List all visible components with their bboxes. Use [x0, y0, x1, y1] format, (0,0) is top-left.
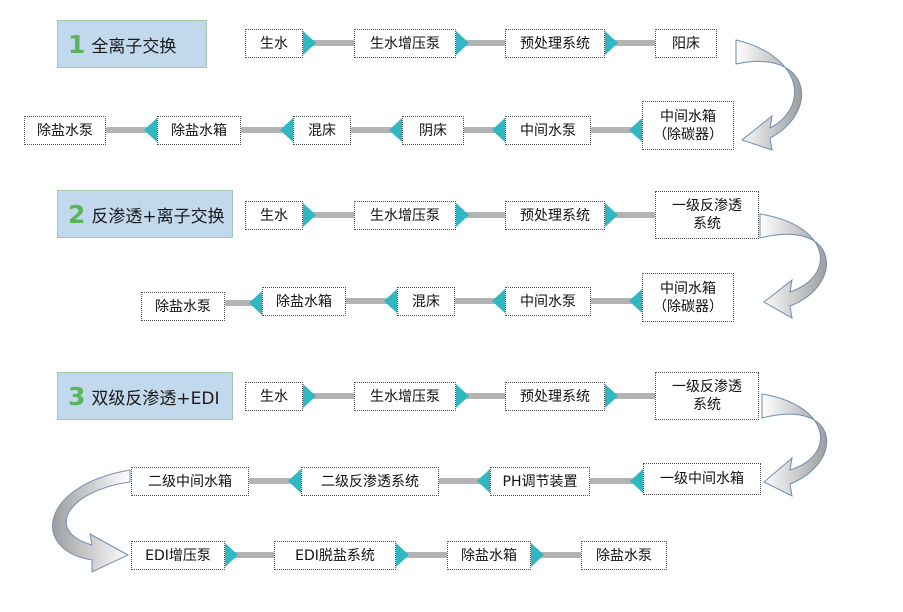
curved-arrow-2	[759, 213, 827, 319]
section-number: 1	[68, 29, 86, 59]
node-ro2-intermediate-tank: 二级中间水箱	[131, 467, 249, 496]
section-label: 全离子交换	[91, 36, 177, 57]
node-edi-pump: EDI增压泵	[131, 541, 225, 570]
section-number: 3	[68, 381, 86, 411]
connector-line	[456, 393, 505, 399]
node-demin-tank: 除盐水箱	[447, 541, 531, 570]
flow-arrow-icon	[630, 469, 643, 493]
node-demin-tank: 除盐水箱	[262, 287, 346, 316]
node-intermediate-tank: 中间水箱 （除碳器）	[642, 101, 734, 150]
node-mixed-bed: 混床	[397, 287, 455, 316]
flow-arrow-icon	[389, 118, 402, 142]
flow-arrow-icon	[456, 384, 469, 408]
node-raw-water: 生水	[245, 382, 303, 411]
connector-line	[439, 478, 490, 484]
flow-arrow-icon	[456, 203, 469, 227]
node-intermediate-pump: 中间水泵	[505, 116, 591, 145]
connector-line	[590, 478, 643, 484]
node-anion-bed: 阴床	[402, 116, 464, 145]
connector-line	[241, 127, 293, 133]
section-title-1: 1 全离子交换	[57, 20, 207, 68]
flow-arrow-icon	[492, 118, 505, 142]
connector-line	[303, 40, 354, 46]
section-number: 2	[68, 199, 86, 229]
section-title-3: 3 双级反渗透+EDI	[57, 372, 233, 420]
flow-arrow-icon	[629, 118, 642, 142]
flow-arrow-icon	[477, 469, 490, 493]
connector-line	[346, 298, 397, 304]
flow-arrow-icon	[249, 291, 262, 315]
connector-line	[591, 298, 642, 304]
flow-arrow-icon	[303, 203, 316, 227]
connector-line	[303, 212, 354, 218]
node-raw-water-pump: 生水增压泵	[354, 382, 456, 411]
section-label: 反渗透+离子交换	[91, 206, 225, 227]
node-cation-bed: 阳床	[655, 29, 717, 58]
node-demin-pump: 除盐水泵	[581, 541, 667, 570]
node-mixed-bed: 混床	[293, 116, 351, 145]
flow-arrow-icon	[288, 469, 301, 493]
flow-arrow-icon	[605, 203, 618, 227]
flow-arrow-icon	[225, 543, 238, 567]
node-raw-water-pump: 生水增压泵	[354, 201, 456, 230]
connector-line	[303, 393, 354, 399]
node-ro1-system: 一级反渗透 系统	[655, 372, 759, 420]
flow-arrow-icon	[396, 543, 409, 567]
connector-line	[591, 127, 642, 133]
node-ro1-system: 一级反渗透 系统	[655, 191, 759, 239]
node-ph-adjust: PH调节装置	[490, 467, 590, 496]
curved-arrow-1	[735, 39, 803, 151]
connector-line	[531, 552, 581, 558]
node-intermediate-pump: 中间水泵	[505, 287, 591, 316]
flow-arrow-icon	[303, 384, 316, 408]
connector-line	[249, 478, 301, 484]
node-raw-water: 生水	[245, 29, 303, 58]
flow-arrow-icon	[492, 289, 505, 313]
node-ro2-system: 二级反渗透系统	[301, 467, 439, 496]
node-pretreatment: 预处理系统	[505, 382, 605, 411]
flow-arrow-icon	[280, 118, 293, 142]
connector-line	[464, 127, 505, 133]
flow-arrow-icon	[531, 543, 544, 567]
node-pretreatment: 预处理系统	[505, 29, 605, 58]
flow-arrow-icon	[384, 289, 397, 313]
node-demin-pump: 除盐水泵	[24, 116, 106, 145]
connector-line	[456, 212, 505, 218]
flow-arrow-icon	[144, 118, 157, 142]
connector-line	[605, 393, 655, 399]
flow-arrow-icon	[456, 31, 469, 55]
connector-line	[396, 552, 447, 558]
connector-line	[605, 40, 655, 46]
flow-arrow-icon	[605, 31, 618, 55]
node-ro1-intermediate-tank: 一级中间水箱	[643, 463, 761, 495]
flow-arrow-icon	[629, 289, 642, 313]
node-demin-pump: 除盐水泵	[141, 292, 225, 321]
section-label: 双级反渗透+EDI	[91, 388, 220, 409]
section-title-2: 2 反渗透+离子交换	[57, 190, 233, 238]
node-raw-water: 生水	[245, 201, 303, 230]
node-intermediate-tank: 中间水箱 （除碳器）	[642, 273, 734, 322]
curved-arrow-3	[761, 393, 827, 497]
flow-arrow-icon	[605, 384, 618, 408]
node-pretreatment: 预处理系统	[505, 201, 605, 230]
node-demin-tank: 除盐水箱	[157, 116, 241, 145]
connector-line	[605, 212, 655, 218]
connector-line	[225, 300, 262, 306]
connector-line	[225, 552, 274, 558]
node-raw-water-pump: 生水增压泵	[354, 29, 456, 58]
connector-line	[455, 298, 505, 304]
flow-arrow-icon	[303, 31, 316, 55]
connector-line	[351, 127, 402, 133]
curved-arrow-4	[52, 469, 131, 573]
connector-line	[456, 40, 505, 46]
node-edi-system: EDI脱盐系统	[274, 541, 396, 570]
connector-line	[106, 127, 157, 133]
